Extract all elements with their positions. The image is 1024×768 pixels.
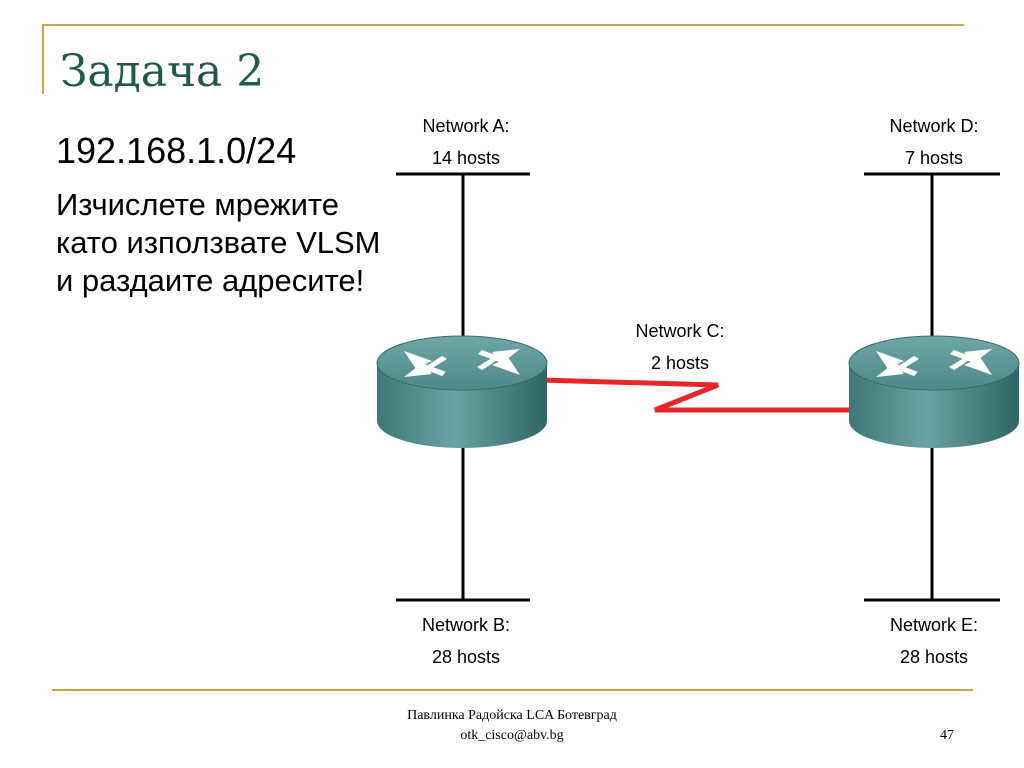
footer-email: otk_cisco@abv.bg (460, 728, 564, 743)
task-text: Изчислете мрежите като използвате VLSM и… (56, 186, 381, 300)
network-e-name: Network E: (890, 615, 978, 635)
task-line: и раздаите адресите! (56, 263, 365, 298)
task-line: Изчислете мрежите (56, 187, 340, 222)
network-e-hosts: 28 hosts (900, 647, 968, 667)
slide-title: Задача 2 (60, 46, 265, 97)
frame-top-line (42, 24, 964, 26)
network-b-name: Network B: (422, 615, 510, 635)
network-c-wan-link (539, 377, 855, 413)
network-c-hosts: 2 hosts (651, 353, 709, 373)
network-a-hosts: 14 hosts (432, 148, 500, 168)
footer-line (52, 689, 973, 691)
page-number: 47 (940, 728, 954, 743)
footer: Павлинка Радойска LCA Ботевград otk_cisc… (0, 706, 1024, 746)
network-address: 192.168.1.0/24 (56, 130, 297, 171)
router-icon (848, 335, 1020, 449)
frame-left-line (42, 24, 44, 94)
task-line: като използвате VLSM (56, 225, 381, 260)
network-c-name: Network C: (635, 321, 724, 341)
network-d-hosts: 7 hosts (905, 148, 963, 168)
network-d-name: Network D: (889, 116, 978, 136)
footer-author: Павлинка Радойска LCA Ботевград (407, 708, 617, 723)
network-b-hosts: 28 hosts (432, 647, 500, 667)
network-a-name: Network A: (422, 116, 509, 136)
router-icon (376, 335, 548, 449)
